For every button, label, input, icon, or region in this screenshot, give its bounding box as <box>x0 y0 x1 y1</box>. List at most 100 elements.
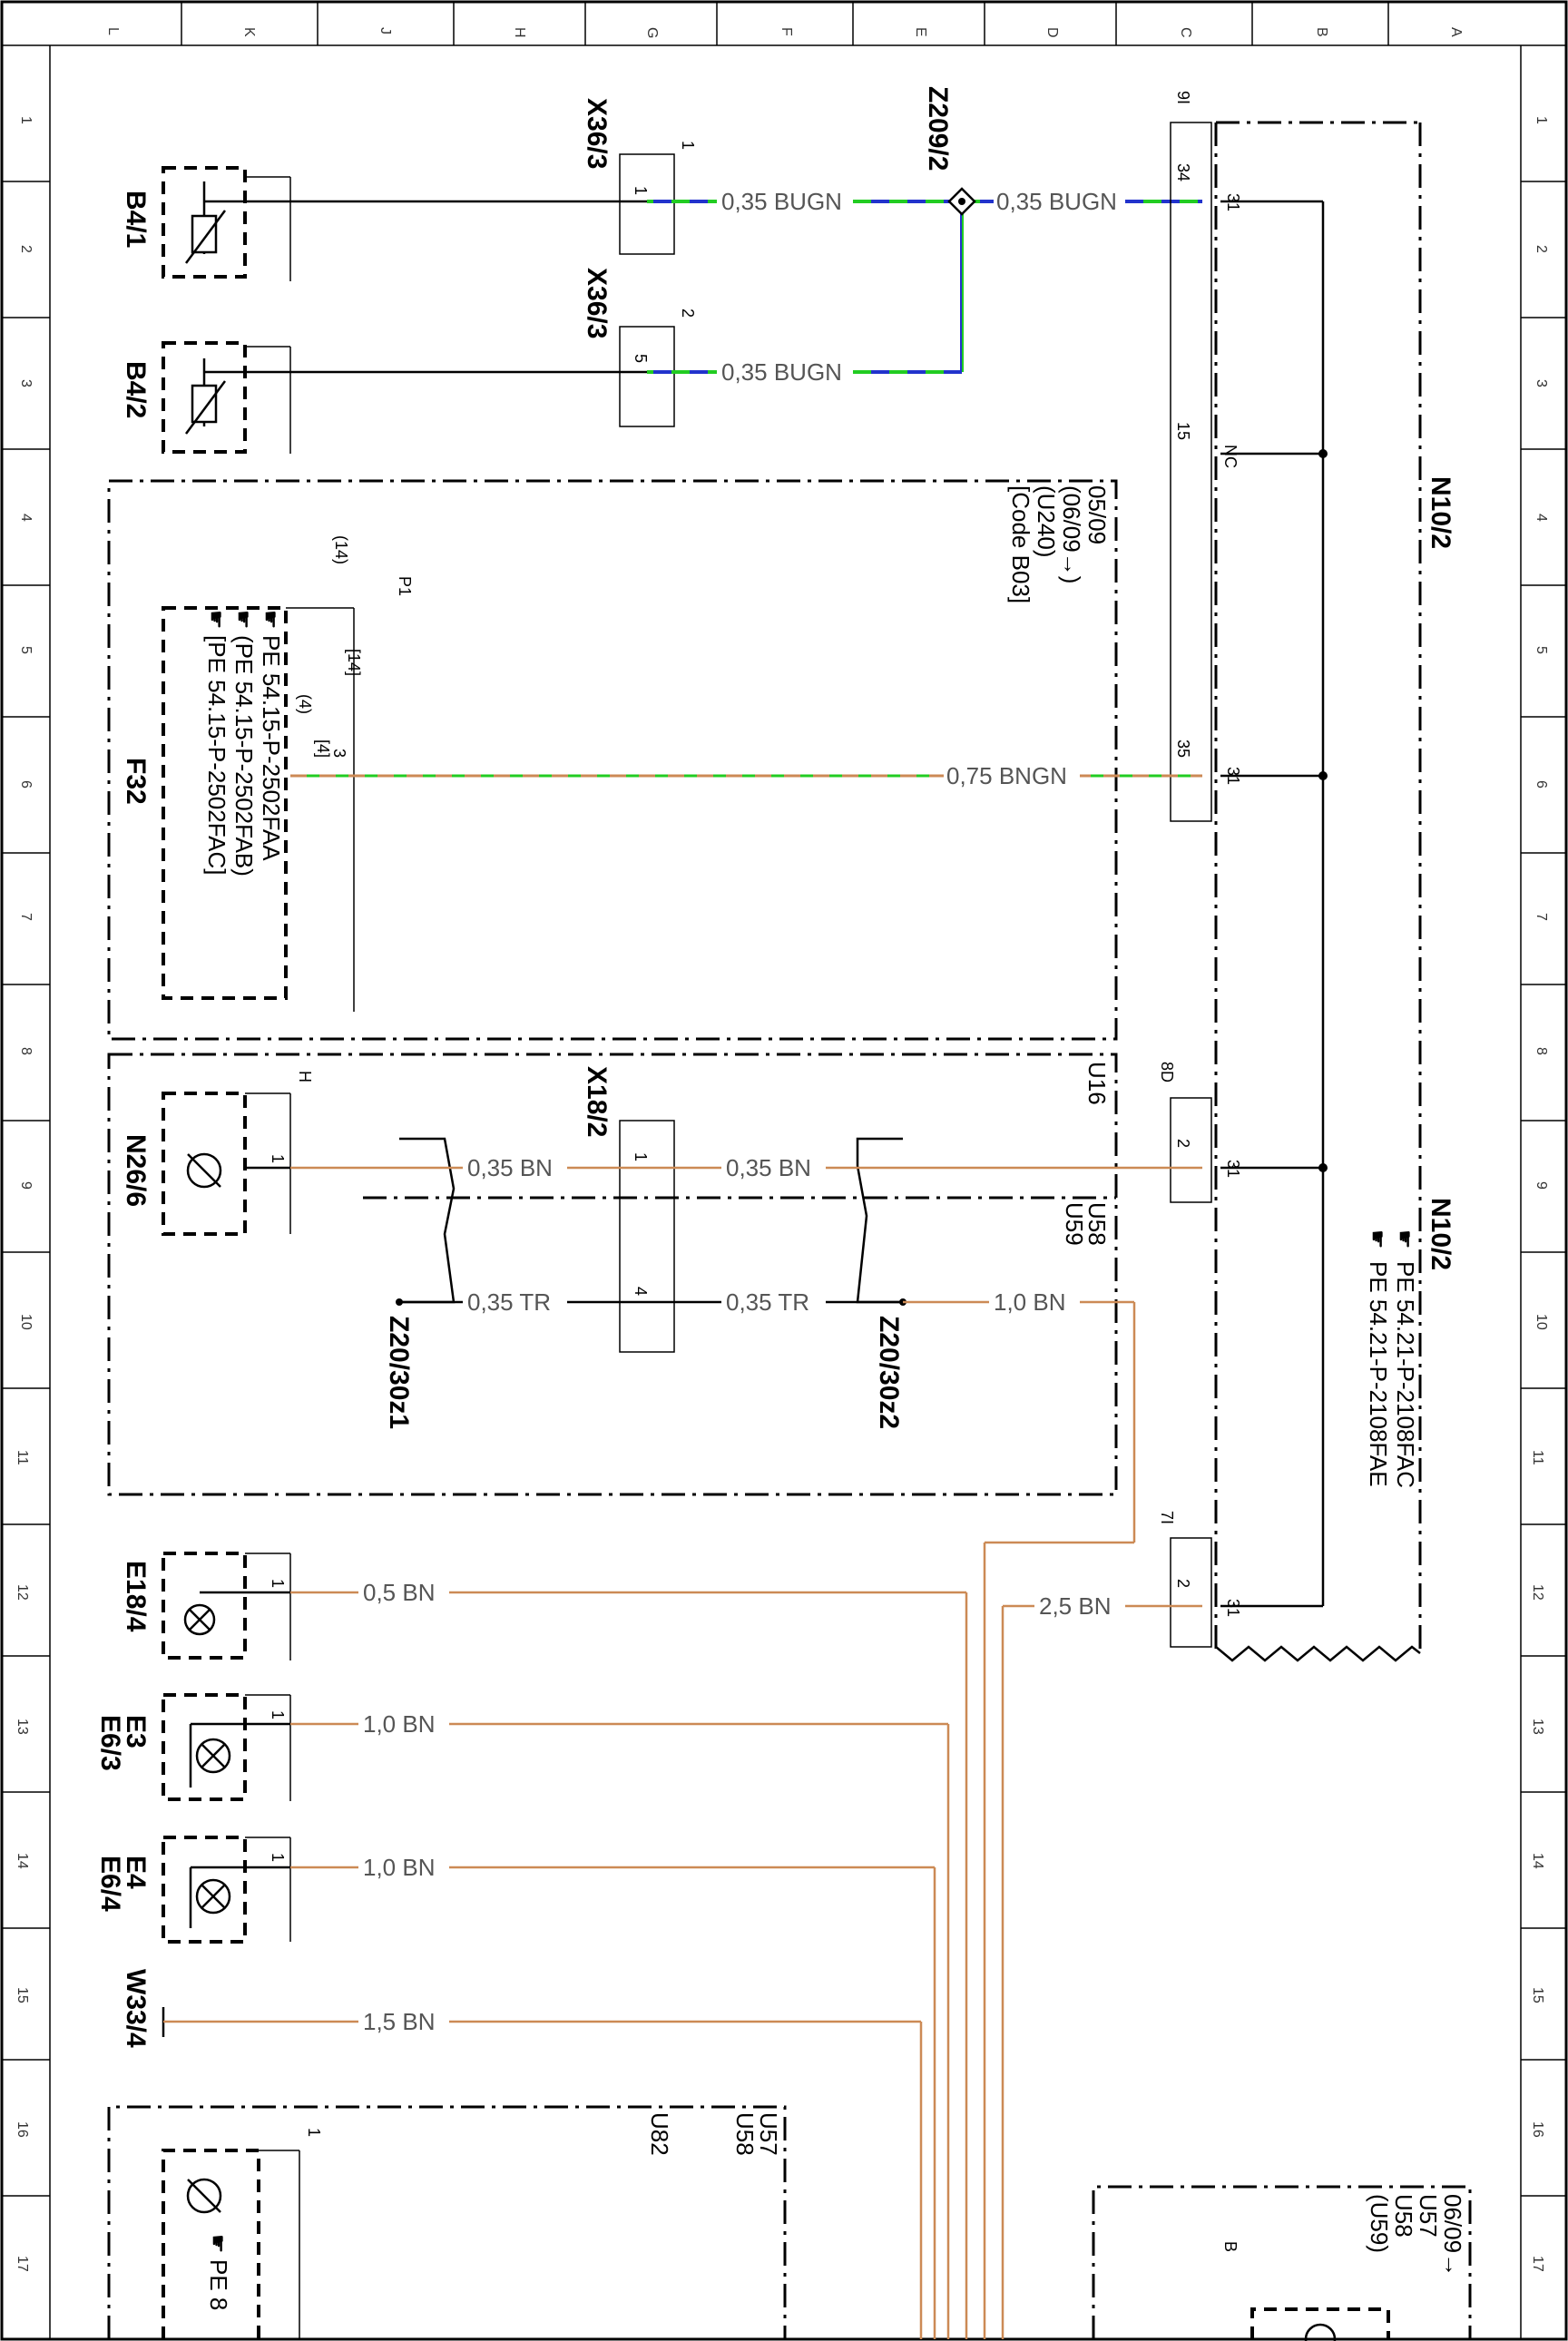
pin-label: 9I <box>1174 91 1192 104</box>
splice-z20-30z2: Z20/30z2 <box>856 1137 906 1429</box>
wire-2-5-bn <box>1001 1604 1202 2339</box>
wire-label: 0,35 TR <box>467 1288 551 1316</box>
row-label: 16 <box>1530 2121 1545 2138</box>
row-label: 8 <box>18 1047 34 1055</box>
pin-label: 5 <box>632 354 650 363</box>
row-label: 17 <box>15 2256 30 2272</box>
pin-label: 15 <box>1174 422 1192 440</box>
reference-label: PE 8 <box>205 2259 232 2310</box>
lamp-e18-4: E18/4 1 <box>121 1552 291 1660</box>
component-label: E6/3 <box>95 1715 125 1771</box>
variant-label: (U59) <box>1366 2194 1393 2253</box>
splice-z20-30z1: Z20/30z1 <box>384 1137 456 1429</box>
row-label: 14 <box>15 1853 30 1869</box>
col-label: A <box>1448 27 1464 37</box>
pin-label: 4 <box>632 1287 650 1296</box>
row-label: 15 <box>15 1987 30 2003</box>
reference-label: [PE 54.15-P-2502FAC] <box>203 635 230 875</box>
row-label: 9 <box>1534 1181 1549 1190</box>
row-label: 16 <box>15 2121 30 2138</box>
wire-e18-4 <box>290 1591 968 2339</box>
wire-label: 0,75 BNGN <box>946 762 1067 789</box>
row-label: 5 <box>18 646 34 654</box>
pin-label: 31 <box>1224 767 1242 785</box>
ground-w33-4: W33/4 <box>121 1969 165 2048</box>
component-label: E4 <box>121 1856 151 1889</box>
wire-label: 0,35 TR <box>726 1288 809 1316</box>
pin-label: 1 <box>305 2128 323 2137</box>
col-label: C <box>1178 27 1193 38</box>
row-label: 4 <box>1534 514 1549 522</box>
wire-label: 0,35 BN <box>726 1154 811 1181</box>
module-n26-6: N26/6 H 1 <box>121 1071 314 1236</box>
row-label: 17 <box>1530 2256 1545 2272</box>
row-label: 13 <box>1530 1719 1545 1735</box>
row-label: 6 <box>18 780 34 788</box>
variant-box-u16: U16 U58 U59 <box>107 1053 1118 1496</box>
row-label: 2 <box>18 245 34 253</box>
row-label: 15 <box>1530 1987 1545 2003</box>
component-label: X36/3 <box>582 268 612 338</box>
col-label: E <box>913 27 928 37</box>
pin-label: 1 <box>269 1710 287 1719</box>
component-label: E3 <box>121 1715 151 1748</box>
pin-label: 31 <box>1224 1599 1242 1617</box>
reference-label: PE 54.15-P-2502FAA <box>258 635 285 861</box>
variant-label: U82 <box>646 2112 673 2156</box>
row-label: 6 <box>1534 780 1549 788</box>
row-label: 3 <box>18 379 34 387</box>
sensor-b4-2: B4/2 <box>121 341 291 454</box>
component-label: N26/6 <box>121 1134 151 1207</box>
col-label: H <box>512 27 527 38</box>
module-bottom-left: 1 ☛ PE 8 <box>162 2128 323 2339</box>
wire-w33-4 <box>163 2020 923 2339</box>
col-label: L <box>105 27 121 35</box>
pin-label: 2 <box>1174 1139 1192 1148</box>
pin-label: 1 <box>269 1853 287 1862</box>
col-label: F <box>779 27 794 36</box>
pin-label: B <box>1221 2241 1240 2252</box>
pin-label: 1 <box>269 1154 287 1163</box>
component-label: Z209/2 <box>923 86 953 171</box>
hand-icon: ☛ <box>258 610 282 630</box>
pin-label: 31 <box>1224 193 1242 211</box>
variant-label: U58 <box>1083 1202 1111 1246</box>
wires-n26-section <box>290 1166 1202 2339</box>
pin-label: 7I <box>1158 1511 1176 1524</box>
row-label: 11 <box>1530 1450 1545 1465</box>
connector-x36-3-a: X36/3 1 1 <box>582 98 697 255</box>
wire-label: 0,35 BUGN <box>996 188 1117 215</box>
variant-label: U57 <box>755 2112 782 2156</box>
hand-icon: ☛ <box>205 2234 230 2254</box>
row-label: 7 <box>1534 913 1549 921</box>
wire-label: 1,0 BN <box>994 1288 1066 1316</box>
component-label: Z20/30z1 <box>384 1316 414 1429</box>
pin-label: NC <box>1221 445 1240 468</box>
row-label: 3 <box>1534 379 1549 387</box>
pin-label: (14) <box>332 535 350 564</box>
row-label: 7 <box>18 913 34 921</box>
component-label: X36/3 <box>582 98 612 169</box>
sensor-b4-1: B4/1 <box>121 166 291 281</box>
pin-label: 1 <box>632 1152 650 1161</box>
wire-e4 <box>290 1866 936 2339</box>
variant-label: (06/09→) <box>1058 485 1085 583</box>
col-label: G <box>644 27 660 38</box>
component-label: Z20/30z2 <box>874 1316 904 1429</box>
col-label: J <box>377 27 393 34</box>
component-label: B4/2 <box>121 361 151 418</box>
variant-label: 05/09 <box>1083 485 1111 544</box>
component-label: X18/2 <box>582 1066 612 1137</box>
pin-label: (4) <box>296 694 314 714</box>
variant-label: U58 <box>1390 2194 1417 2238</box>
pin-label: 3 <box>330 749 348 758</box>
row-label: 11 <box>15 1450 30 1465</box>
control-unit-n10-2: N10/2 N10/2 PE 54.21-P-2108FAC PE 54.21-… <box>1158 91 1455 1662</box>
variant-label: 06/09→ <box>1439 2194 1466 2277</box>
pin-label: H <box>296 1071 314 1082</box>
lamp-e4-e6-4: E4 E6/4 1 <box>95 1836 291 1944</box>
row-label: 8 <box>1534 1047 1549 1055</box>
hand-icon: ☛ <box>1365 1229 1389 1249</box>
wire-label: 0,35 BUGN <box>721 188 842 215</box>
variant-label: [Code B03] <box>1007 485 1034 603</box>
